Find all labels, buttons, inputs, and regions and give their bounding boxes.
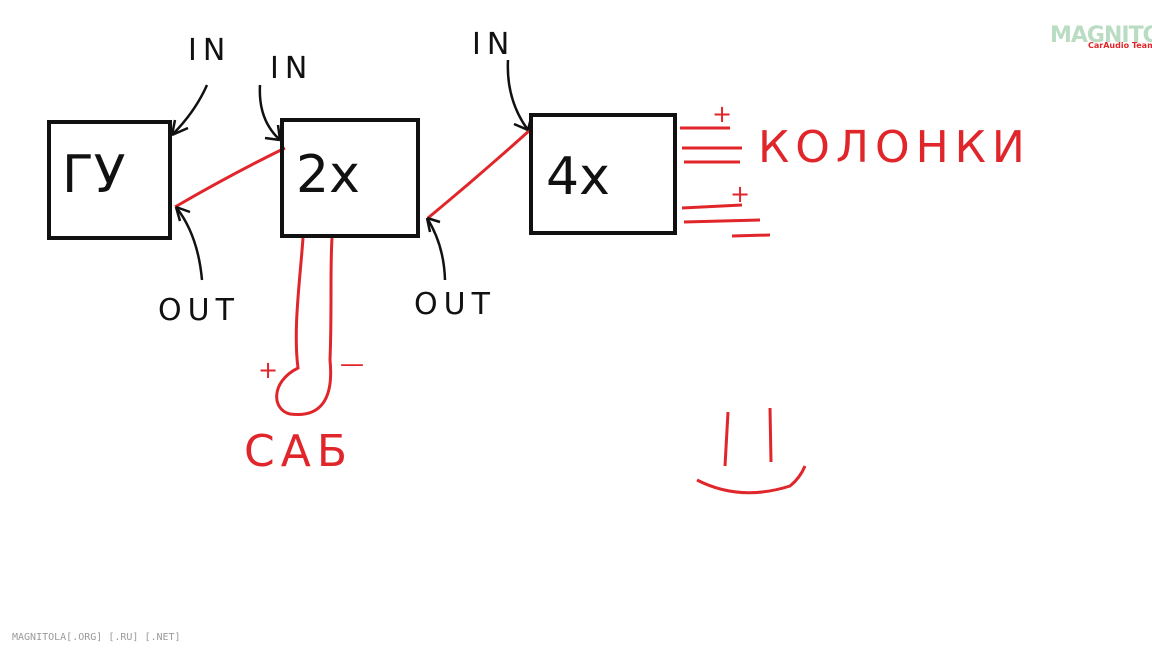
amp-4ch-label: 4x (546, 147, 610, 207)
arrows (170, 59, 534, 281)
red-doodle (696, 407, 807, 495)
speaker-plus-2: + (730, 180, 750, 208)
head-unit-out-label: OUT (158, 293, 240, 328)
amp-2ch-block: 2x (280, 118, 420, 238)
speaker-plus-1: + (712, 100, 732, 128)
subwoofer-wire (275, 237, 334, 417)
magnitola-logo: MAGNITOLA CarAudio Team (1050, 23, 1152, 50)
amp-4ch-in-label: IN (472, 27, 515, 62)
head-unit-label: ГУ (62, 145, 125, 205)
amp-2ch-in-label: IN (270, 51, 313, 86)
amp-2ch-label: 2x (296, 145, 360, 205)
speakers-label: КОЛОНКИ (758, 122, 1031, 173)
amp-4ch-block: 4x (529, 113, 677, 235)
speaker-wires (680, 126, 771, 238)
head-unit-block: ГУ (47, 120, 172, 240)
footer-watermark: MAGNITOLA[.ORG] [.RU] [.NET] (12, 632, 181, 643)
logo-text: MAGNITOLA (1050, 23, 1152, 48)
subwoofer-plus: + (258, 356, 278, 384)
subwoofer-minus: — (340, 350, 364, 378)
head-unit-in-label: IN (188, 33, 231, 68)
wire-head-unit-to-2ch (174, 146, 286, 209)
logo-tagline: CarAudio Team (1088, 41, 1152, 50)
wire-2ch-to-4ch (427, 128, 532, 220)
subwoofer-label: САБ (244, 426, 353, 477)
amp-2ch-out-label: OUT (414, 287, 496, 322)
